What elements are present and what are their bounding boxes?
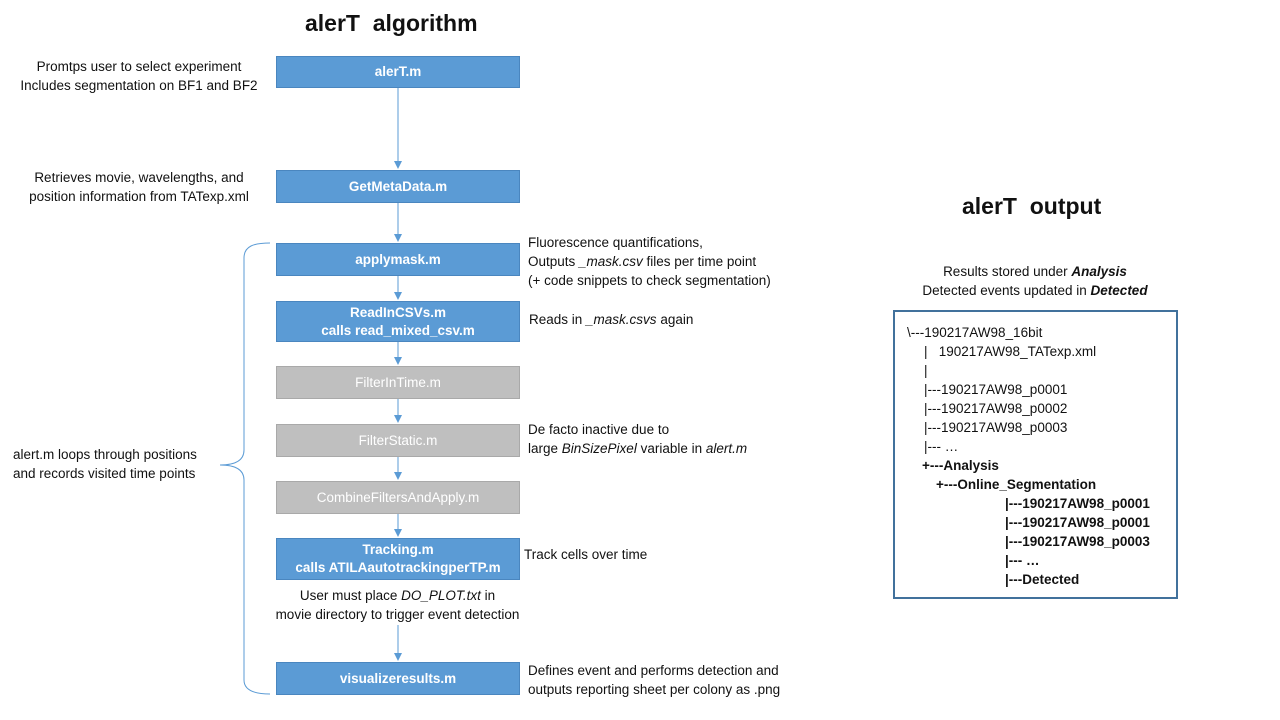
note-line: Retrieves movie, wavelengths, and: [34, 170, 244, 185]
note-doplot: User must place DO_PLOT.txt in movie dir…: [270, 586, 525, 624]
note-line: and records visited time points: [13, 466, 196, 481]
output-tree: \---190217AW98_16bit | 190217AW98_TATexp…: [893, 310, 1178, 599]
step-tracking[interactable]: Tracking.m calls ATILAautotrackingperTP.…: [276, 538, 520, 580]
step-label: alerT.m: [374, 64, 422, 79]
note-line: Promtps user to select experiment: [36, 59, 242, 74]
step-label: FilterStatic.m: [358, 432, 438, 448]
tree-row: |---190217AW98_p0001: [924, 382, 1068, 397]
step-label: CombineFiltersAndApply.m: [316, 489, 480, 505]
note-filterstatic: De facto inactive due to large BinSizePi…: [528, 420, 747, 458]
note-line: Fluorescence quantifications,: [528, 235, 703, 250]
output-desc-line: Detected events updated in Detected: [922, 283, 1148, 298]
tree-row: |--- …: [1005, 553, 1040, 568]
step-label: visualizeresults.m: [339, 670, 457, 686]
step-label: FilterInTime.m: [355, 374, 441, 390]
output-description: Results stored under Analysis Detected e…: [890, 262, 1180, 300]
tree-row: |---190217AW98_p0003: [924, 420, 1068, 435]
tree-row: |---190217AW98_p0002: [924, 401, 1068, 416]
step-filterintime[interactable]: FilterInTime.m: [276, 366, 520, 399]
step-applymask[interactable]: applymask.m: [276, 243, 520, 276]
note-line: movie directory to trigger event detecti…: [275, 607, 520, 622]
step-label: Tracking.m: [362, 542, 434, 557]
note-line: (+ code snippets to check segmentation): [528, 273, 771, 288]
note-applymask: Fluorescence quantifications, Outputs _m…: [528, 233, 771, 290]
note-line: Defines event and performs detection and: [528, 663, 779, 678]
step-sublabel: calls read_mixed_csv.m: [321, 322, 475, 338]
step-getmetadata[interactable]: GetMetaData.m: [276, 170, 520, 203]
note-line: position information from TATexp.xml: [29, 189, 249, 204]
tree-row: |---190217AW98_p0003: [1005, 534, 1150, 549]
output-desc-line: Results stored under Analysis: [943, 264, 1127, 279]
step-readincsvs[interactable]: ReadInCSVs.m calls read_mixed_csv.m: [276, 301, 520, 342]
note-line: large BinSizePixel variable in alert.m: [528, 441, 748, 456]
tree-row: |---Detected: [1005, 572, 1080, 587]
note-alert: Promtps user to select experiment Includ…: [8, 57, 270, 95]
tree-row: |---190217AW98_p0001: [1005, 515, 1150, 530]
tree-row: +---Online_Segmentation: [936, 477, 1097, 492]
note-visualize: Defines event and performs detection and…: [528, 661, 780, 699]
step-label: GetMetaData.m: [348, 178, 448, 194]
tree-row: |: [924, 363, 928, 378]
step-combinefilters[interactable]: CombineFiltersAndApply.m: [276, 481, 520, 514]
tree-row: |---190217AW98_p0001: [1005, 496, 1150, 511]
step-label: ReadInCSVs.m: [349, 304, 447, 320]
note-tracking: Track cells over time: [524, 547, 648, 562]
step-alert-m[interactable]: alerT.m: [276, 56, 520, 88]
step-sublabel: calls ATILAautotrackingperTP.m: [295, 560, 501, 575]
algorithm-title: alerT algorithm: [305, 10, 478, 36]
note-loop: alert.m loops through positions and reco…: [13, 445, 197, 483]
note-line: De facto inactive due to: [528, 422, 670, 437]
note-line: User must place DO_PLOT.txt in: [299, 588, 496, 603]
output-title: alerT output: [962, 193, 1102, 219]
tree-row: +---Analysis: [922, 458, 999, 473]
step-filterstatic[interactable]: FilterStatic.m: [276, 424, 520, 457]
loop-brace: [219, 242, 271, 695]
note-line: outputs reporting sheet per colony as .p…: [528, 682, 781, 697]
note-readincsvs: Reads in _mask.csvs again: [529, 312, 694, 327]
tree-row: |--- …: [924, 439, 959, 454]
tree-row: | 190217AW98_TATexp.xml: [924, 344, 1097, 359]
note-getmetadata: Retrieves movie, wavelengths, and positi…: [8, 168, 270, 206]
note-line: alert.m loops through positions: [13, 447, 197, 462]
note-line: Includes segmentation on BF1 and BF2: [20, 78, 258, 93]
tree-row: \---190217AW98_16bit: [907, 325, 1043, 340]
step-visualizeresults[interactable]: visualizeresults.m: [276, 662, 520, 695]
note-line: Outputs _mask.csv files per time point: [528, 254, 757, 269]
step-label: applymask.m: [355, 251, 441, 267]
